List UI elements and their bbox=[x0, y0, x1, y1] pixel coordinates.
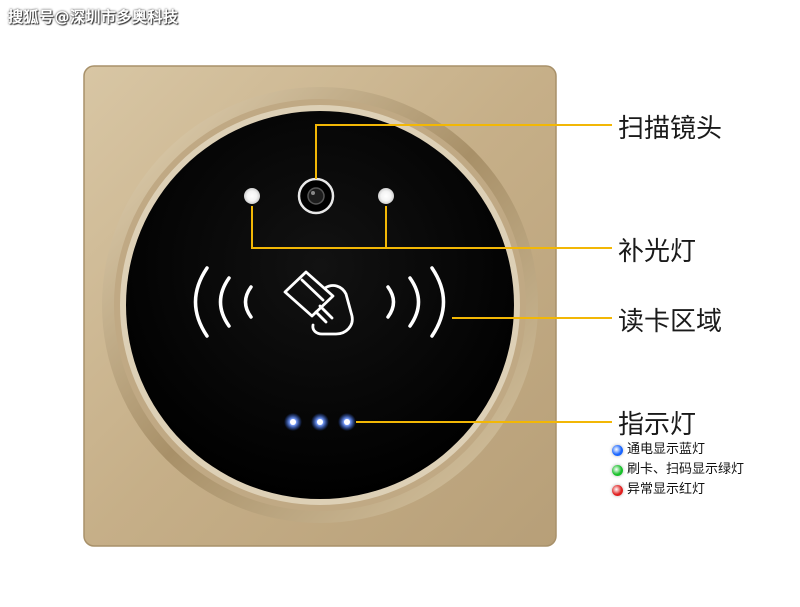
legend-text: 通电显示蓝灯 bbox=[627, 442, 706, 457]
label-indicator: 指示灯 bbox=[618, 410, 697, 440]
legend-item-green: 刷卡、扫码显示绿灯 bbox=[612, 460, 744, 480]
fill-light-left-icon bbox=[244, 188, 260, 204]
label-fill-light: 补光灯 bbox=[618, 237, 697, 267]
label-read-area: 读卡区域 bbox=[618, 307, 723, 337]
legend-text: 异常显示红灯 bbox=[627, 482, 706, 497]
hand-card-icon bbox=[283, 270, 354, 336]
blue-dot-icon bbox=[612, 444, 623, 456]
callout-lines bbox=[251, 124, 612, 423]
legend-item-blue: 通电显示蓝灯 bbox=[612, 440, 744, 460]
nfc-waves-left-icon bbox=[193, 266, 253, 338]
red-dot-icon bbox=[612, 484, 623, 496]
nfc-waves-right-icon bbox=[386, 266, 446, 338]
watermark: 搜狐号@深圳市多奥科技 bbox=[8, 8, 179, 26]
indicator-leds bbox=[284, 413, 356, 431]
label-camera: 扫描镜头 bbox=[618, 114, 723, 144]
fill-light-right-icon bbox=[378, 188, 394, 204]
legend-text: 刷卡、扫码显示绿灯 bbox=[627, 462, 745, 477]
camera-lens-icon bbox=[297, 177, 335, 215]
green-dot-icon bbox=[612, 464, 623, 476]
indicator-legend: 通电显示蓝灯 刷卡、扫码显示绿灯 异常显示红灯 bbox=[612, 440, 744, 500]
legend-item-red: 异常显示红灯 bbox=[612, 480, 744, 500]
